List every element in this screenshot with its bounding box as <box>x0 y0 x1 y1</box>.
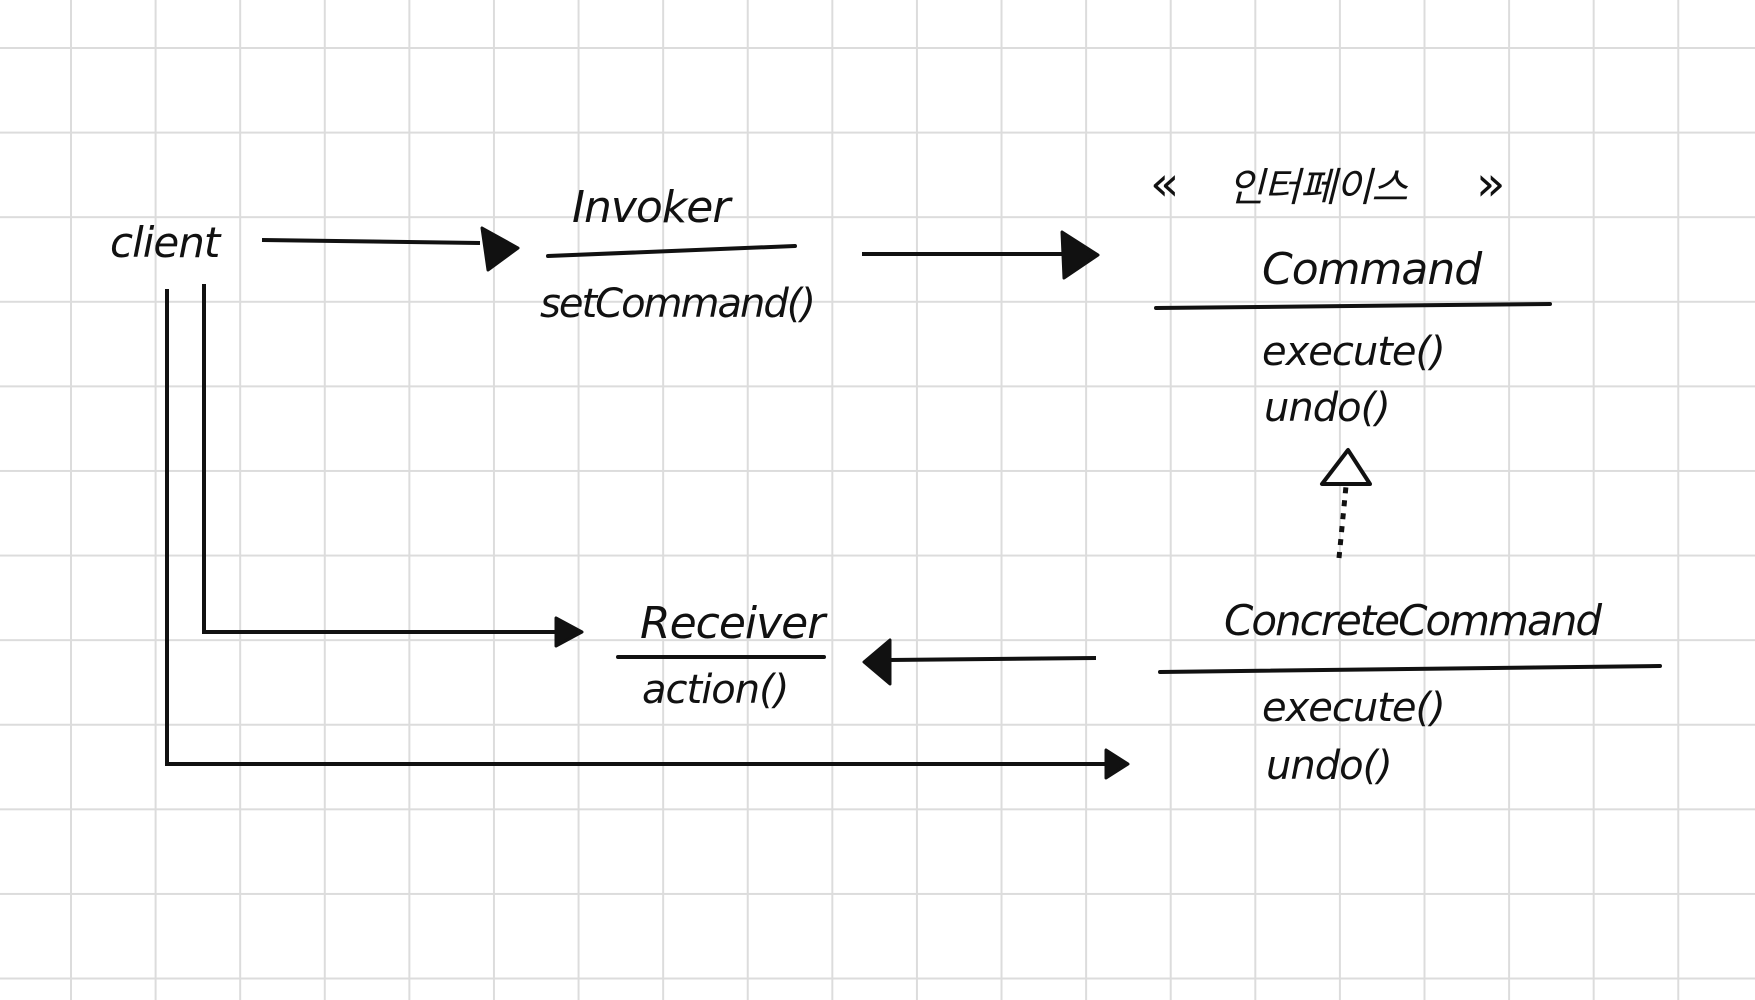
arrowhead-client-receiver <box>554 616 584 648</box>
arrow-client-receiver <box>202 284 556 634</box>
command-interface-name: Command <box>1262 244 1482 295</box>
arrow-concrete-command-receiver <box>887 656 1097 662</box>
concrete-command-method-execute: execute() <box>1262 685 1446 731</box>
arrowhead-client-concrete-command <box>1104 748 1130 780</box>
realization-dashed-line <box>1336 485 1349 559</box>
concrete-command-method-undo: undo() <box>1266 743 1393 789</box>
invoker-separator <box>546 244 797 258</box>
arrowhead-invoker-command <box>1060 230 1100 280</box>
concrete-command-class-name: ConcreteCommand <box>1224 596 1602 645</box>
command-method-execute: execute() <box>1262 329 1446 375</box>
command-method-undo: undo() <box>1264 385 1391 431</box>
stereotype-open-icon: « <box>1150 156 1180 212</box>
arrowhead-client-invoker <box>480 226 520 272</box>
command-stereotype: 인터페이스 <box>1228 165 1408 211</box>
client-label: client <box>110 218 220 267</box>
receiver-method-action: action() <box>642 667 789 713</box>
invoker-class-name: Invoker <box>572 182 730 233</box>
command-separator <box>1154 302 1552 310</box>
invoker-method-setcommand: setCommand() <box>540 281 816 327</box>
stereotype-close-icon: » <box>1476 156 1506 212</box>
receiver-class-name: Receiver <box>640 598 825 649</box>
arrowhead-concrete-command-receiver <box>862 638 892 686</box>
concrete-command-separator <box>1158 664 1662 674</box>
arrow-client-invoker <box>261 238 481 245</box>
arrow-client-concrete-command <box>165 289 1108 766</box>
realization-hollow-triangle <box>1320 448 1372 486</box>
